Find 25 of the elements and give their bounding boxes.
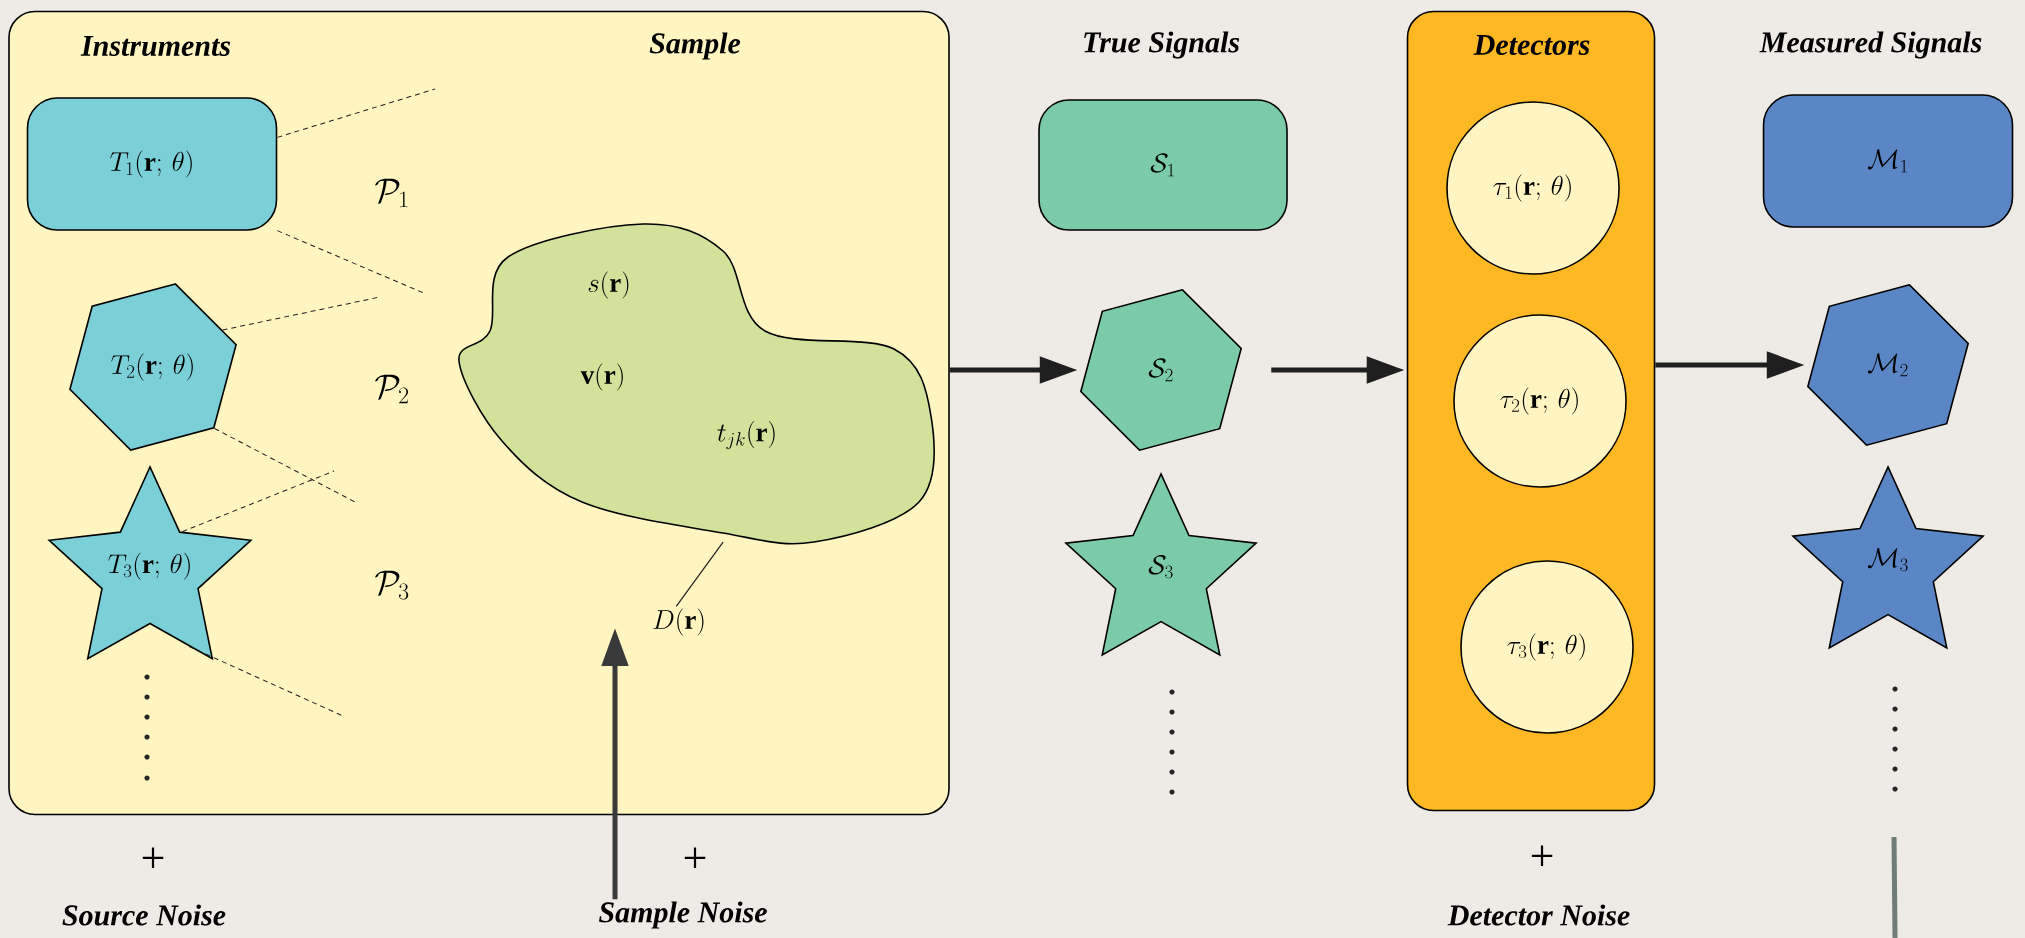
panel-heading: Sample [649,32,741,60]
boundary-label: $D(\mathbf{r})$ [653,608,704,636]
signal-box: $\mathcal{S}_{1}$ [1038,99,1288,231]
projection-symbol: $\mathcal{P}_{2}$ [375,374,409,404]
sample-region: $s(\mathbf{r})$ $\mathbf{v}(\mathbf{r})$ $t_{jk}(\mathbf{r})$ [458,223,935,545]
noise-label: Source Noise [62,904,226,926]
measured-box: $\mathcal{M}_{1}$ [1762,94,2014,228]
panel-heading: Detectors [1473,35,1590,55]
dashed-ray [181,470,335,533]
panel-heading: Instruments [80,36,231,56]
noise-label: Detector Noise [1447,904,1630,926]
plus-sign: + [142,847,164,869]
projection-symbol: $\mathcal{P}_{3}$ [375,570,409,600]
projection-symbol: $\mathcal{P}_{1}$ [375,178,408,208]
plus-sign: + [684,847,706,869]
dashed-ray [214,427,356,503]
noise-label: Sample Noise [599,901,767,929]
column-heading: True Signals [1084,31,1240,59]
instrument-box: $T_{1}(\mathbf{r};\,\theta)$ [26,97,278,231]
leader-line [675,541,724,607]
column-heading: Measured Signals [1759,31,1982,59]
plus-sign: + [1531,845,1553,867]
instrument-hexagon: $T_{2}(\mathbf{r};\,\theta)$ [69,283,237,451]
dashed-ray [188,646,344,717]
dashed-ray [276,88,436,138]
